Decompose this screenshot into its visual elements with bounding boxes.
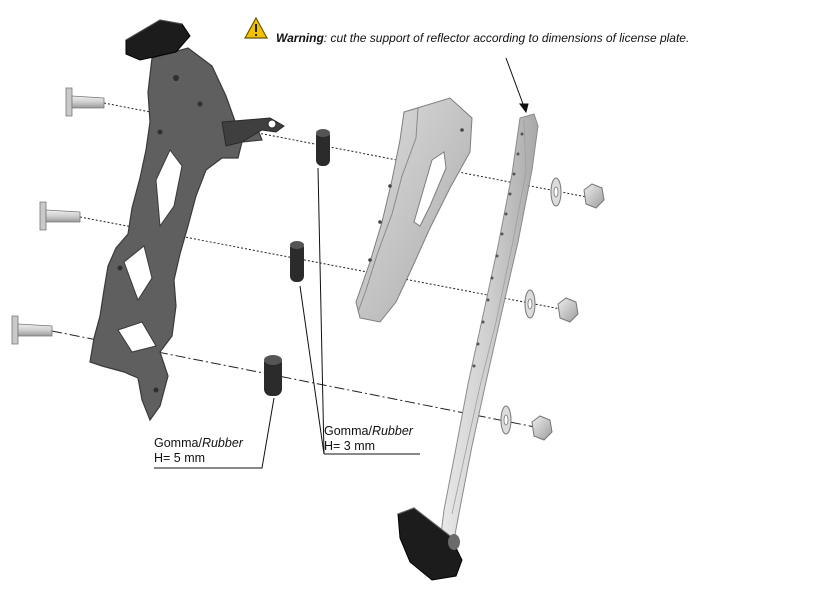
nut-bottom <box>531 415 553 441</box>
leader-rubber-3-top <box>317 167 325 455</box>
nut-middle <box>557 297 579 323</box>
label-rubber-3mm: Gomma/Rubber H= 3 mm <box>324 424 413 454</box>
washer-middle <box>524 289 536 319</box>
washer-top <box>550 177 562 207</box>
rubber-spacer-top <box>316 129 330 166</box>
axis-line-top <box>103 102 593 199</box>
reflector-support <box>355 97 473 323</box>
label-rubber-3-height: H= 3 mm <box>324 439 376 453</box>
reflector-bar <box>439 113 539 543</box>
reflector-bottom <box>397 507 463 581</box>
rubber-spacer-bottom <box>264 355 282 396</box>
warning-leader <box>505 57 527 113</box>
label-rubber-3-material-it: Gomma/ <box>324 424 372 438</box>
assembly-axis-lines <box>51 102 593 429</box>
reflector-top <box>125 19 191 61</box>
warning-note: Warning: cut the support of reflector ac… <box>244 17 764 47</box>
label-rubber-3-material-en: Rubber <box>371 424 413 438</box>
screw-top <box>65 87 105 117</box>
screw-middle <box>39 201 81 231</box>
warning-title: Warning <box>276 31 324 45</box>
warning-triangle-icon <box>244 17 268 39</box>
leader-rubber-5 <box>154 397 275 469</box>
label-rubber-5-height: H= 5 mm <box>154 451 206 465</box>
leader-lines <box>154 57 529 469</box>
label-rubber-5-material-it: Gomma/ <box>154 436 202 450</box>
nut-top <box>583 183 605 209</box>
screw-bottom <box>11 315 53 345</box>
warning-text: Warning: cut the support of reflector ac… <box>276 31 689 45</box>
label-rubber-5mm: Gomma/Rubber H= 5 mm <box>154 436 243 466</box>
washer-bottom <box>500 405 512 435</box>
leader-rubber-3-middle <box>299 285 325 455</box>
axis-line-middle <box>79 216 567 311</box>
rubber-spacer-middle <box>290 241 304 282</box>
warning-message: : cut the support of reflector according… <box>323 31 690 45</box>
license-plate-bracket <box>89 47 285 422</box>
label-rubber-5-material-en: Rubber <box>201 436 243 450</box>
axis-line-bottom <box>51 330 541 429</box>
